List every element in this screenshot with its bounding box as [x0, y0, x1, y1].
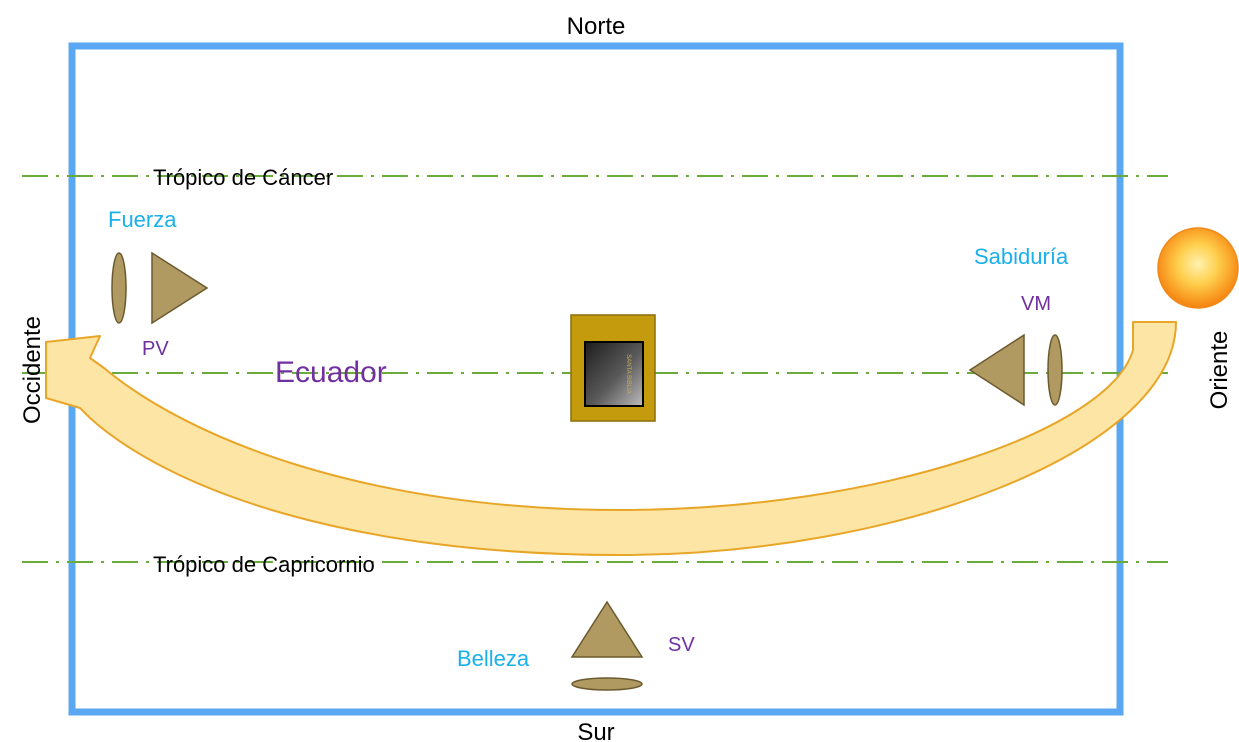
equator-label: Ecuador — [275, 356, 387, 389]
east-label: Oriente — [1206, 331, 1233, 410]
bible-icon: SANTA BIBLIA — [584, 341, 644, 407]
vm-label: VM — [1021, 293, 1051, 315]
sun-icon — [1157, 227, 1239, 309]
sabiduria-label: Sabiduría — [974, 244, 1069, 269]
bible-cover-text: SANTA BIBLIA — [625, 354, 631, 394]
tropic-cancer-label: Trópico de Cáncer — [153, 165, 333, 190]
west-label: Occidente — [19, 316, 46, 424]
pv-label: PV — [142, 338, 169, 360]
belleza-label: Belleza — [457, 646, 530, 671]
sabiduria-pillar-icon — [1047, 334, 1063, 406]
tropic-capricorn-label: Trópico de Capricornio — [153, 552, 375, 577]
fuerza-label: Fuerza — [108, 207, 177, 232]
belleza-pillar-icon — [571, 677, 643, 691]
sv-label: SV — [668, 634, 695, 656]
south-label: Sur — [577, 719, 614, 742]
sabiduria-triangle-icon — [968, 333, 1025, 407]
fuerza-triangle-icon — [151, 251, 209, 325]
belleza-triangle-icon — [570, 600, 644, 658]
sun-path-arrow-icon — [45, 321, 1177, 556]
north-label: Norte — [567, 13, 626, 40]
fuerza-pillar-icon — [111, 252, 127, 324]
